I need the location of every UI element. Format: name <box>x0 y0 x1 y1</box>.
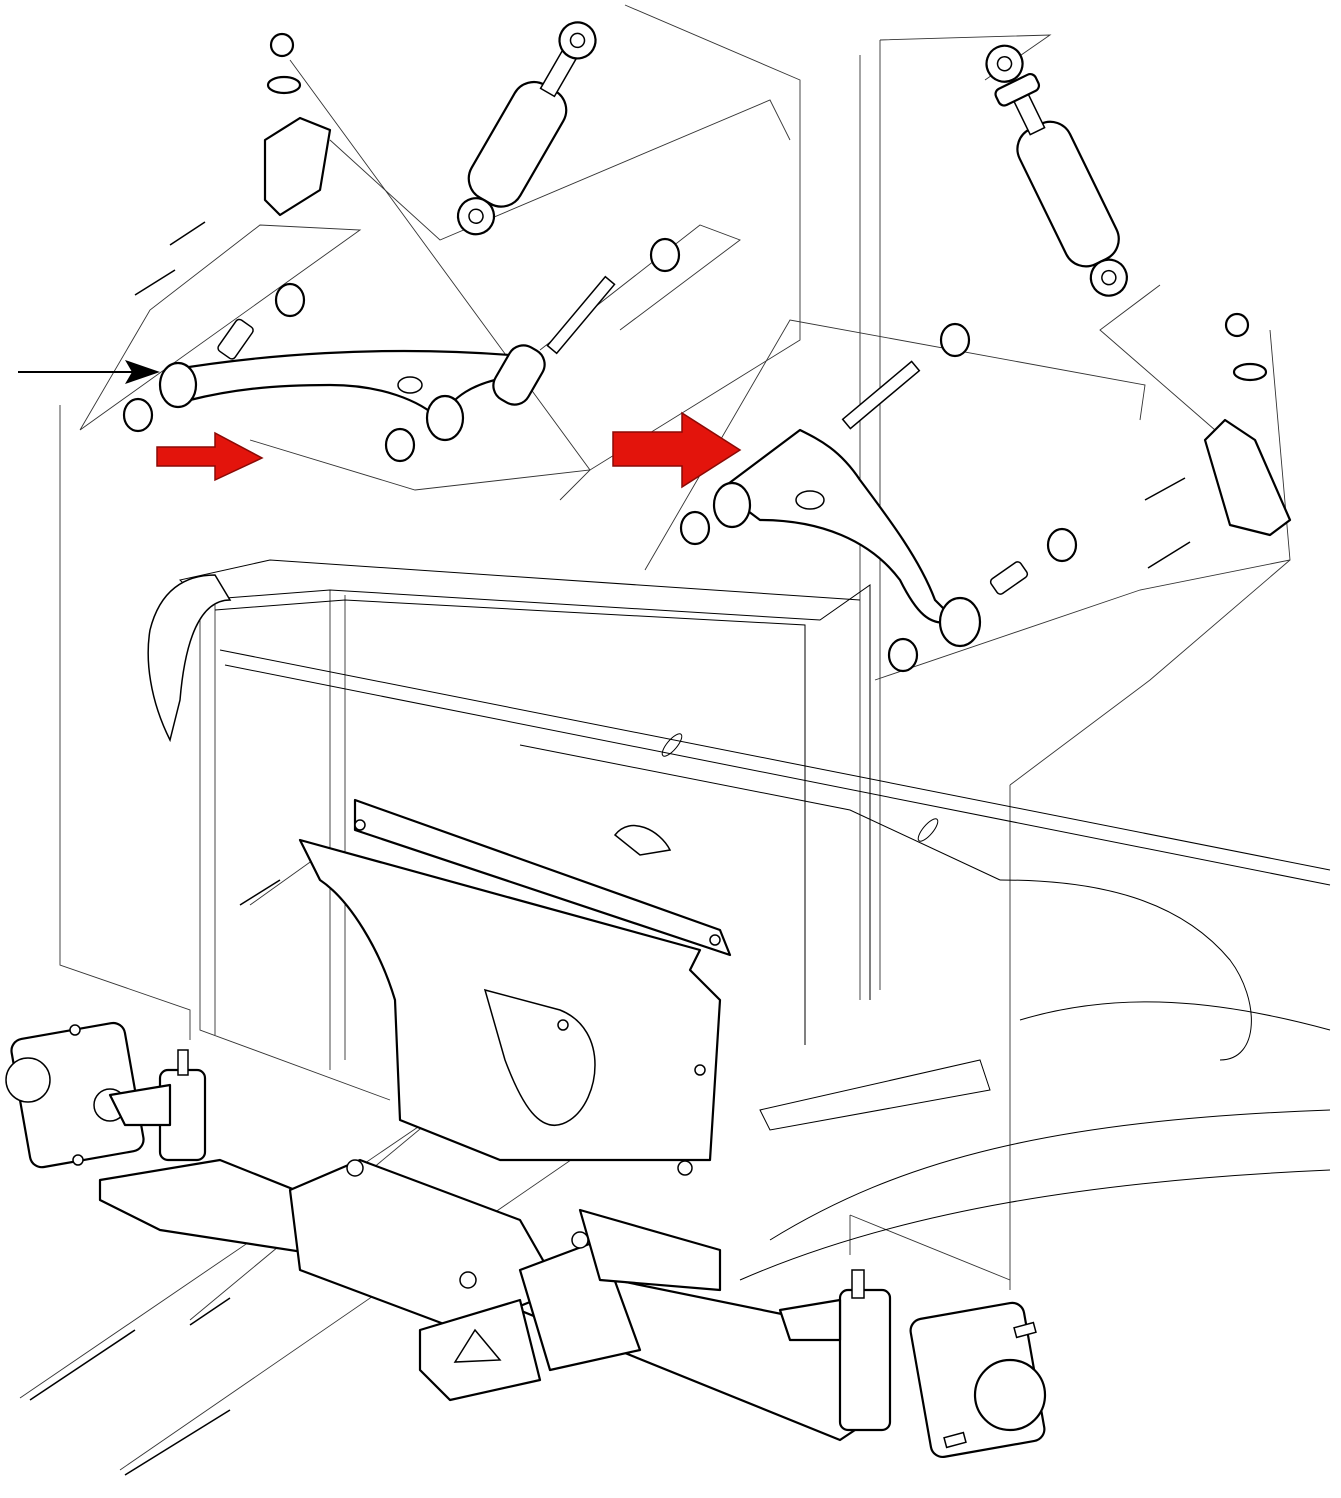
callout-lines <box>19 4 1291 1471</box>
left-a-arm <box>158 344 546 442</box>
hardware-parts <box>122 32 1292 673</box>
chassis-frame <box>147 559 1331 1281</box>
front-axle-assembly <box>98 1158 872 1442</box>
red-direction-arrow-right-icon <box>612 411 742 489</box>
front-mounting-plate <box>298 798 732 1176</box>
right-spindle-hub <box>778 1269 1047 1459</box>
bolts <box>29 221 1191 1476</box>
pointer-arrow-icon <box>18 360 160 384</box>
red-direction-arrow-left-icon <box>156 431 264 482</box>
left-shock-absorber <box>456 21 597 236</box>
left-spindle-hub <box>5 1021 207 1169</box>
right-a-arm <box>712 428 982 648</box>
right-shock-absorber <box>985 44 1128 297</box>
